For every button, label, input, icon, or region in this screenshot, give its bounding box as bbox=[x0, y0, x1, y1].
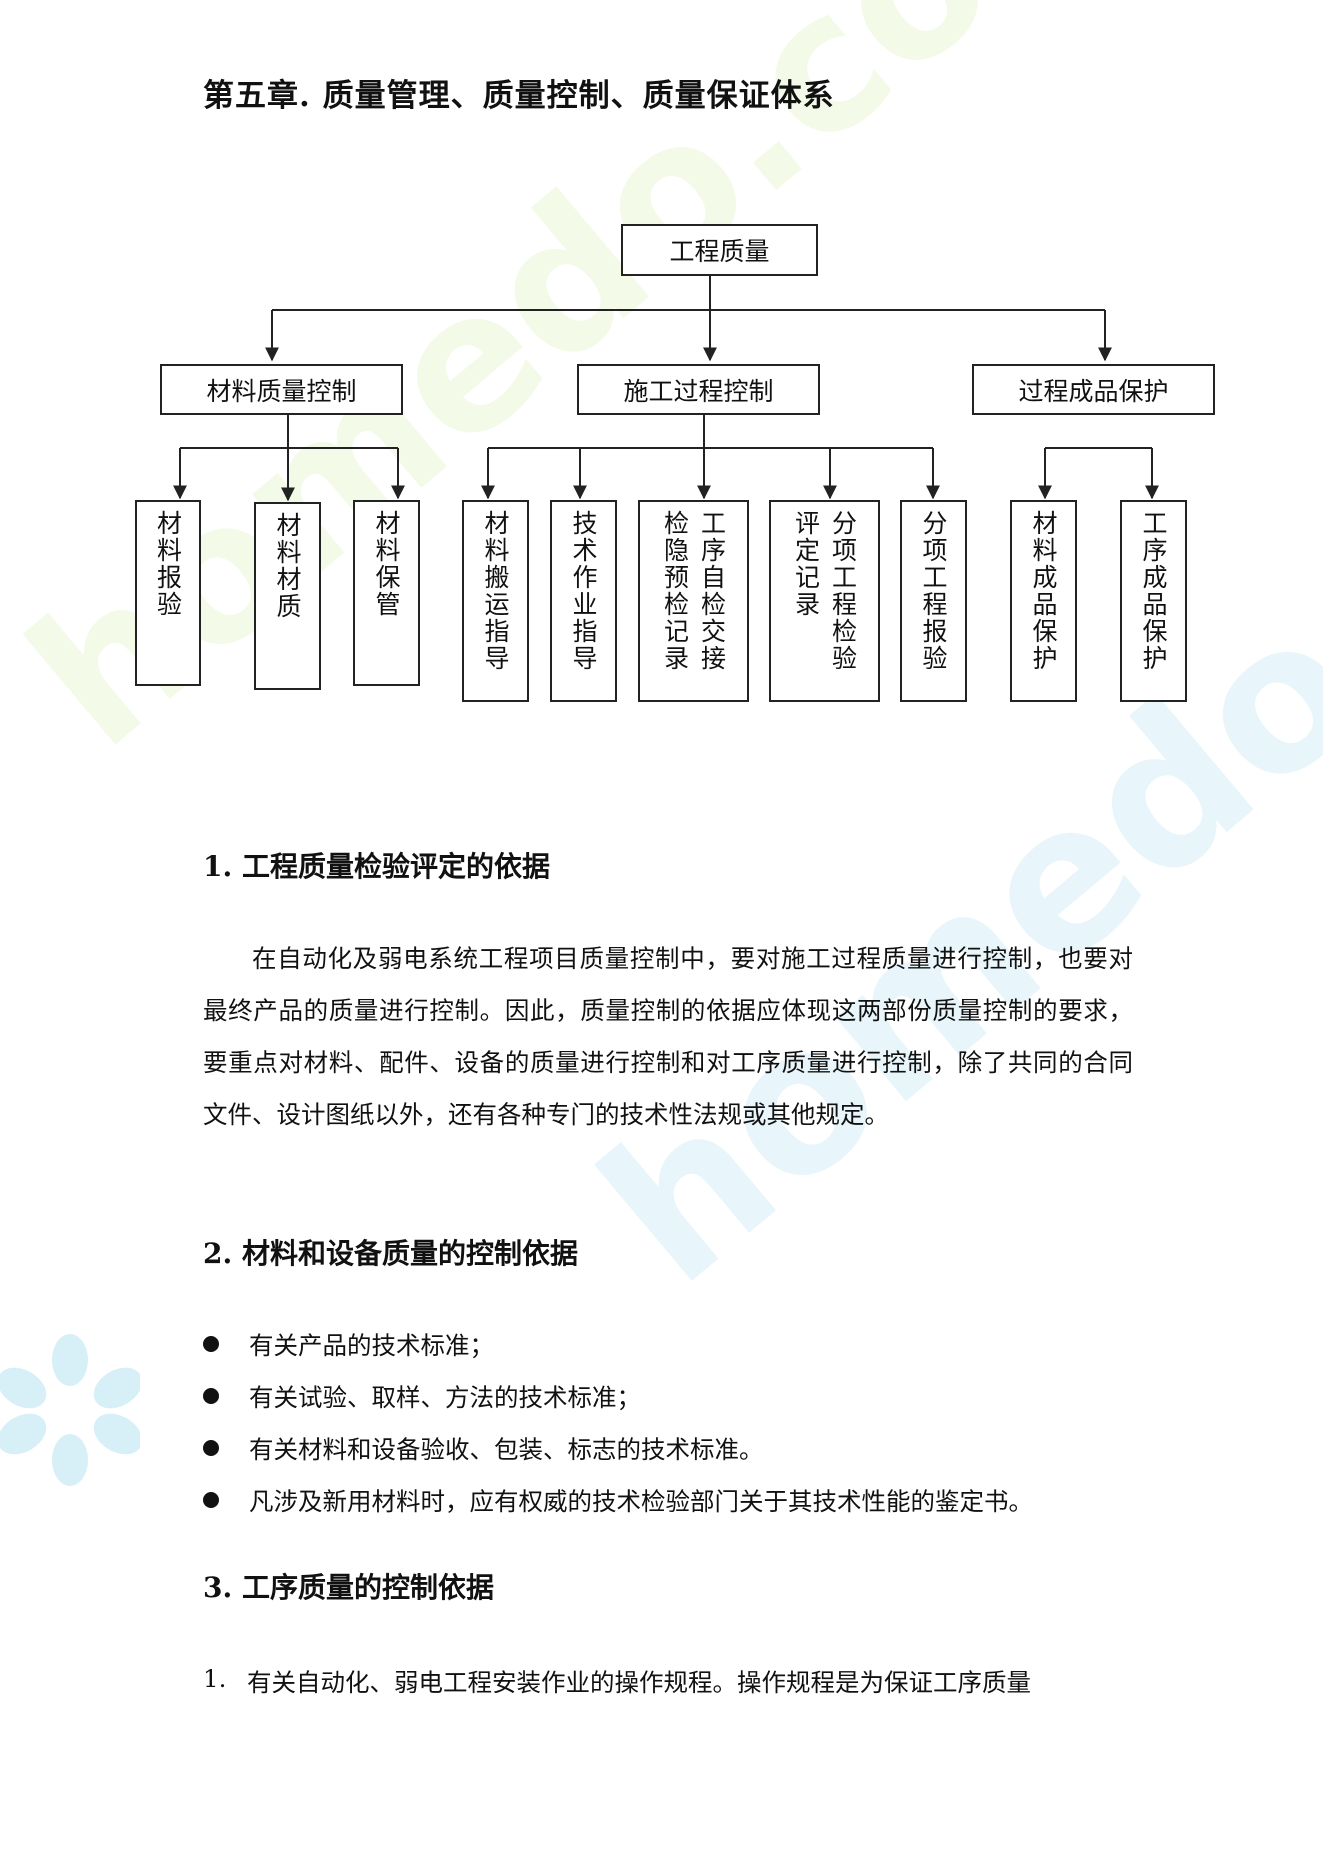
chart-leaf-box: 材料材质 bbox=[254, 502, 321, 690]
list-item: 有关产品的技术标准； bbox=[203, 1318, 1033, 1370]
chart-leaf-box: 工序成品保护 bbox=[1120, 500, 1187, 702]
chart-leaf-box: 技术作业指导 bbox=[550, 500, 617, 702]
chart-leaf-label: 分项工程检验 bbox=[828, 510, 858, 672]
chart-connectors bbox=[173, 276, 1159, 502]
chart-leaf-box: 材料搬运指导 bbox=[462, 500, 529, 702]
list-item-text: 有关产品的技术标准； bbox=[249, 1330, 494, 1360]
section-title: 1. 工程质量检验评定的依据 bbox=[203, 850, 550, 883]
numbered-item: 1. 有关自动化、弱电工程安装作业的操作规程。操作规程是为保证工序质量 bbox=[203, 1664, 1031, 1699]
chart-leaf-label: 检隐预检记录 bbox=[660, 510, 690, 672]
chart-leaf-label: 材料材质 bbox=[273, 512, 302, 620]
list-item: 有关材料和设备验收、包装、标志的技术标准。 bbox=[203, 1422, 1033, 1474]
chart-leaf-label: 分项工程报验 bbox=[919, 510, 948, 672]
chart-leaf-label: 材料保管 bbox=[372, 510, 401, 618]
chart-root-label: 工程质量 bbox=[669, 237, 770, 266]
chart-leaf-label: 工序成品保护 bbox=[1139, 510, 1168, 672]
quality-org-chart: 工程质量 材料质量控制 施工过程控制 过程成品保护 材料报验 材料材质 材料保管… bbox=[0, 0, 1323, 760]
chart-branch-label: 材料质量控制 bbox=[206, 376, 357, 406]
section-title: 2. 材料和设备质量的控制依据 bbox=[203, 1237, 578, 1270]
bullet-icon bbox=[203, 1388, 219, 1404]
list-item-text: 凡涉及新用材料时，应有权威的技术检验部门关于其技术性能的鉴定书。 bbox=[249, 1486, 1033, 1516]
section-paragraph: 在自动化及弱电系统工程项目质量控制中，要对施工过程质量进行控制，也要对最终产品的… bbox=[203, 944, 1133, 1129]
section-title: 3. 工序质量的控制依据 bbox=[203, 1571, 494, 1604]
chart-branch-label: 施工过程控制 bbox=[623, 376, 774, 406]
list-item-text: 有关试验、取样、方法的技术标准； bbox=[249, 1382, 641, 1412]
chart-root-box: 工程质量 bbox=[621, 224, 818, 276]
list-item: 凡涉及新用材料时，应有权威的技术检验部门关于其技术性能的鉴定书。 bbox=[203, 1474, 1033, 1526]
chart-leaf-label: 材料成品保护 bbox=[1029, 510, 1058, 672]
chart-branch-box: 过程成品保护 bbox=[972, 364, 1215, 415]
chart-leaf-box: 材料报验 bbox=[135, 500, 201, 686]
chart-leaf-box: 材料保管 bbox=[353, 500, 420, 686]
chart-branch-label: 过程成品保护 bbox=[1018, 376, 1169, 406]
chart-leaf-label: 工序自检交接 bbox=[697, 510, 727, 672]
bullet-icon bbox=[203, 1492, 219, 1508]
chart-branch-box: 施工过程控制 bbox=[577, 364, 820, 415]
bullet-icon bbox=[203, 1440, 219, 1456]
chart-leaf-box: 材料成品保护 bbox=[1010, 500, 1077, 702]
chart-branch-box: 材料质量控制 bbox=[160, 364, 403, 415]
chart-leaf-label: 评定记录 bbox=[791, 510, 821, 618]
numbered-item-number: 1. bbox=[203, 1664, 227, 1693]
bullet-icon bbox=[203, 1336, 219, 1352]
list-item: 有关试验、取样、方法的技术标准； bbox=[203, 1370, 1033, 1422]
chart-leaf-label: 技术作业指导 bbox=[569, 510, 598, 672]
chart-leaf-box: 分项工程报验 bbox=[900, 500, 967, 702]
chart-leaf-label: 材料搬运指导 bbox=[481, 510, 510, 672]
bullet-list: 有关产品的技术标准； 有关试验、取样、方法的技术标准； 有关材料和设备验收、包装… bbox=[203, 1318, 1033, 1526]
chart-leaf-box: 分项工程检验 评定记录 bbox=[769, 500, 880, 702]
chart-leaf-label: 材料报验 bbox=[153, 510, 183, 618]
numbered-item-text: 有关自动化、弱电工程安装作业的操作规程。操作规程是为保证工序质量 bbox=[247, 1668, 1031, 1697]
chapter-title: 第五章. 质量管理、质量控制、质量保证体系 bbox=[203, 78, 835, 114]
list-item-text: 有关材料和设备验收、包装、标志的技术标准。 bbox=[249, 1434, 764, 1464]
watermark-flower-icon bbox=[0, 1334, 140, 1486]
chart-leaf-box: 工序自检交接 检隐预检记录 bbox=[638, 500, 749, 702]
